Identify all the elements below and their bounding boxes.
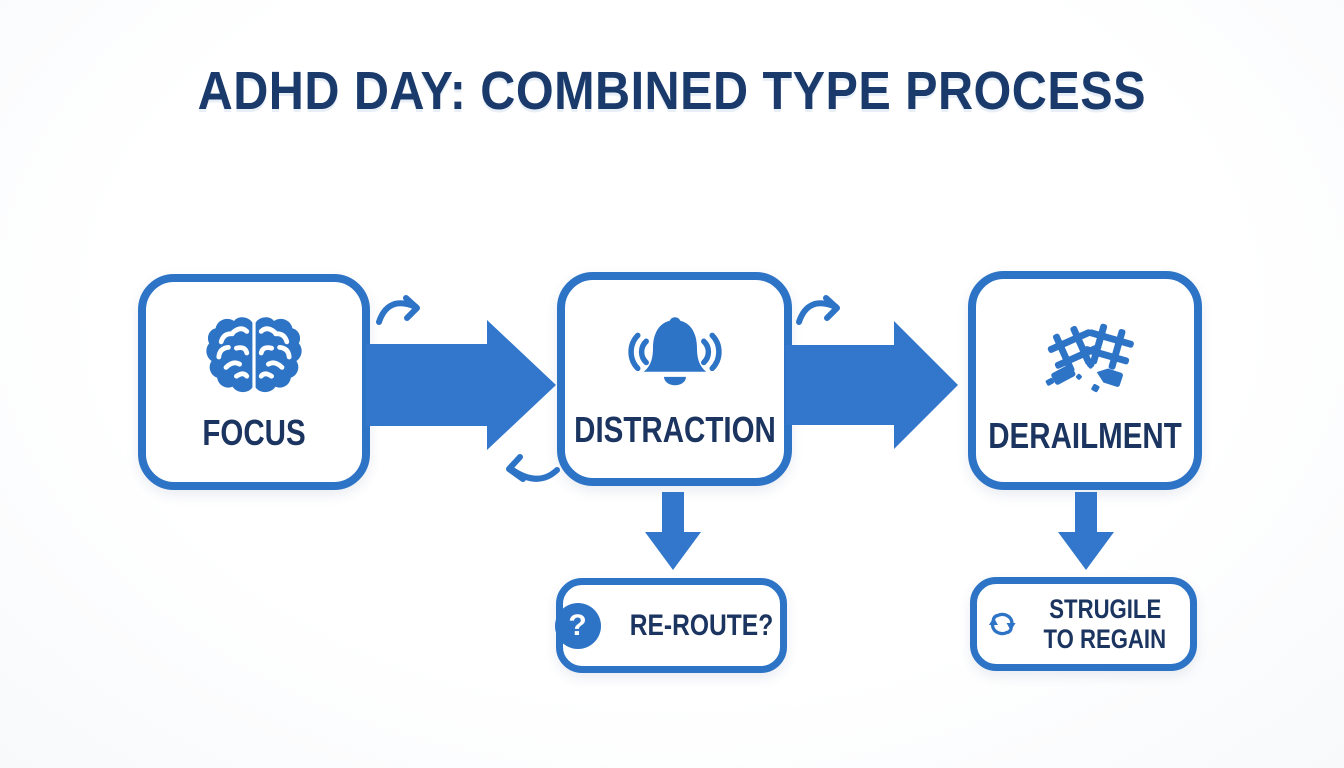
page-title: ADHD DAY: COMBINED TYPE PROCESS [0,64,1344,118]
node-focus-label-text: FOCUS [202,412,306,453]
node-distraction-label-text: DISTRACTION [573,409,776,450]
node-struggle-label-line1: STRUGILE [1049,593,1162,624]
node-struggle-label: STRUGILE TO REGAIN [1030,594,1180,654]
cycle-arrows-icon [988,612,1016,636]
node-reroute-label-text: RE-ROUTE? [629,608,773,642]
arrow-distraction-to-derailment [786,321,958,449]
arrow-derailment-to-struggle [1058,492,1114,570]
node-distraction-label: DISTRACTION [552,412,798,448]
curved-loop-back-arrow [506,454,560,482]
node-reroute: ? RE-ROUTE? [554,578,789,673]
question-mark-icon: ? [554,602,601,649]
question-glyph: ? [568,608,587,642]
node-distraction: DISTRACTION [557,272,792,486]
node-derailment-label: DERAILMENT [967,414,1203,456]
broken-track-icon [1045,323,1134,392]
node-derailment: DERAILMENT [968,271,1202,490]
node-focus-label: FOCUS [191,415,317,451]
node-reroute-label: RE-ROUTE? [614,608,789,642]
brain-icon [206,317,302,393]
arrow-distraction-to-reroute [645,492,701,570]
page-title-text: ADHD DAY: COMBINED TYPE PROCESS [197,61,1147,121]
node-derailment-label-text: DERAILMENT [988,414,1182,456]
node-struggle-label-line2: TO REGAIN [1043,624,1167,654]
node-struggle: STRUGILE TO REGAIN [970,577,1197,671]
curved-hop-arrow-2 [796,295,840,325]
ringing-bell-icon [627,317,722,386]
node-focus: FOCUS [138,274,370,490]
arrow-focus-to-distraction [366,320,556,450]
curved-hop-arrow-1 [376,295,420,325]
